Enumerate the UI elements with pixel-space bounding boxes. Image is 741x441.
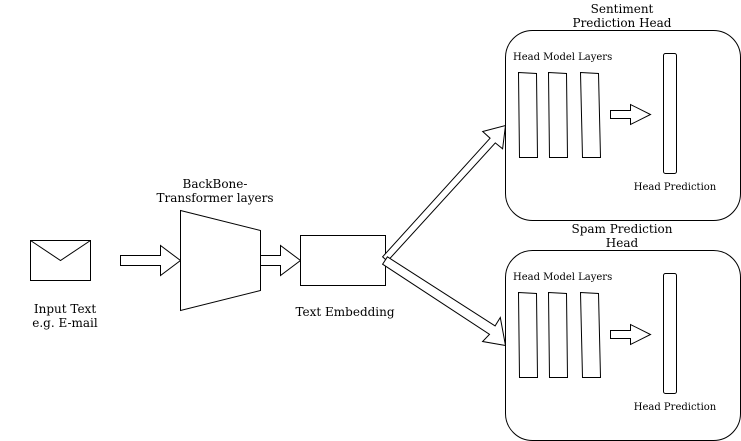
spam-head-title-line2: Head	[606, 236, 639, 250]
sentiment-prediction-head: Sentiment Prediction Head Head Model Lay…	[505, 2, 741, 221]
spam-layer-1	[517, 291, 539, 378]
arrow-backbone-to-embedding	[260, 244, 302, 277]
text-embedding-box	[300, 235, 386, 286]
backbone-label-line1: BackBone-	[183, 177, 248, 191]
backbone-trapezoid	[180, 209, 261, 312]
arrow-embedding-to-sentiment-head	[381, 124, 507, 262]
spam-head-prediction-label: Head Prediction	[634, 402, 717, 413]
spam-head-arrow	[610, 323, 652, 346]
sentiment-prediction-bar	[663, 53, 677, 174]
sentiment-layer-3	[579, 71, 602, 158]
arrow-input-to-backbone	[120, 244, 182, 277]
sentiment-head-arrow	[610, 103, 652, 126]
sentiment-layer-2	[547, 71, 569, 158]
backbone-label-line2: Transformer layers	[157, 191, 274, 205]
arrow-embedding-to-spam-head	[381, 256, 507, 347]
spam-layer-2	[547, 291, 569, 378]
sentiment-head-title-line2: Prediction Head	[573, 16, 672, 30]
sentiment-head-title-line1: Sentiment	[591, 2, 654, 16]
spam-layer-3	[579, 291, 602, 378]
sentiment-head-prediction-label: Head Prediction	[634, 182, 717, 193]
sentiment-layer-1	[517, 71, 539, 158]
input-label-line1: Input Text	[34, 302, 96, 316]
spam-head-layers-label: Head Model Layers	[513, 272, 612, 283]
text-embedding-label: Text Embedding	[295, 305, 394, 319]
sentiment-head-layers-label: Head Model Layers	[513, 52, 612, 63]
envelope-icon	[30, 240, 91, 281]
spam-prediction-head: Spam Prediction Head Head Model Layers H…	[505, 222, 741, 441]
spam-head-title-line1: Spam Prediction	[571, 222, 672, 236]
input-label-line2: e.g. E-mail	[32, 316, 98, 330]
spam-prediction-bar	[663, 273, 677, 394]
